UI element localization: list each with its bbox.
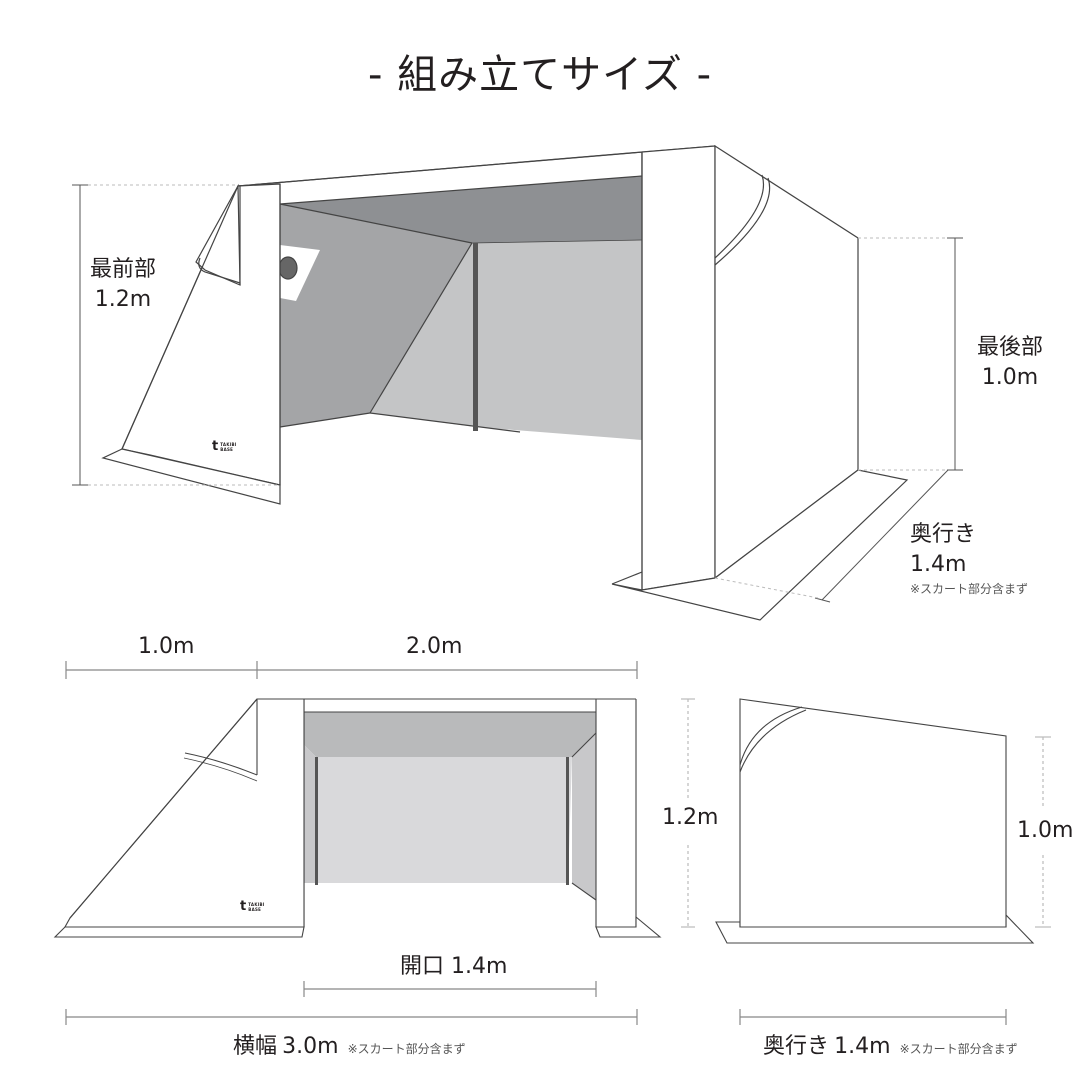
front-ceiling <box>304 712 596 757</box>
logo-t-icon: t <box>212 439 219 454</box>
side-view-tent <box>715 698 1035 944</box>
front-left-skirt <box>53 926 305 938</box>
width-note: ※スカート部分含まず <box>347 1042 466 1056</box>
perspective-depth-label: 奥行き 1.4m ※スカート部分含まず <box>910 520 1028 597</box>
side-depth-value: 1.4m <box>834 1034 891 1059</box>
front-right-pole <box>566 757 569 885</box>
depth-value: 1.4m <box>910 552 967 577</box>
side-depth-note: ※スカート部分含まず <box>899 1042 1018 1056</box>
front-right-skirt <box>595 915 662 938</box>
depth-caption: 奥行き <box>910 522 977 547</box>
segment-left-label: 1.0m <box>138 634 195 659</box>
left-front-wall <box>121 183 281 486</box>
front-view-tent <box>53 698 662 938</box>
takibi-base-logo: t TAKIBI BASE <box>212 439 237 454</box>
front-left-inner <box>304 745 316 883</box>
front-height-label: 最前部 1.2m <box>82 255 164 315</box>
front-height-caption: 最前部 <box>89 257 156 282</box>
right-front-pillar <box>641 145 716 591</box>
interior-ceiling <box>280 176 642 243</box>
left-flap <box>195 183 241 286</box>
width-label: 横幅 3.0m ※スカート部分含まず <box>233 1032 466 1062</box>
front-right-inner <box>572 733 596 900</box>
front-height-value: 1.2m <box>94 287 152 312</box>
interior-left-wall <box>280 204 472 427</box>
side-depth-caption: 奥行き <box>763 1034 830 1059</box>
segment-right-label: 2.0m <box>406 634 463 659</box>
front-takibi-base-logo: t TAKIBI BASE <box>240 899 265 914</box>
interior-back-wall <box>370 240 642 440</box>
rear-height-caption: 最後部 <box>976 335 1043 360</box>
opening-caption: 開口 <box>400 954 445 979</box>
perspective-dimensions <box>72 184 963 603</box>
side-wall <box>739 698 1007 928</box>
front-view-height-label: 1.2m <box>662 805 719 830</box>
logo-t-icon: t <box>240 899 247 914</box>
front-back-wall <box>316 757 572 883</box>
side-rear-height-label: 1.0m <box>1017 818 1074 843</box>
opening-value: 1.4m <box>451 954 508 979</box>
page-title: - 組み立てサイズ - <box>367 52 713 98</box>
rear-height-value: 1.0m <box>981 365 1039 390</box>
front-left-wall <box>64 698 305 928</box>
width-value: 3.0m <box>282 1034 339 1059</box>
left-skirt <box>101 448 281 505</box>
rear-height-label: 最後部 1.0m <box>968 333 1052 393</box>
side-depth-label: 奥行き 1.4m ※スカート部分含まず <box>763 1032 1018 1062</box>
opening-label: 開口 1.4m <box>400 952 507 982</box>
depth-note: ※スカート部分含まず <box>910 582 1029 596</box>
perspective-tent <box>101 144 909 621</box>
window-vent-circle <box>278 256 298 280</box>
front-view-dimensions <box>65 661 695 1025</box>
front-left-pole <box>315 757 318 885</box>
center-pole <box>473 243 478 431</box>
side-view-dimensions <box>1035 736 1051 928</box>
width-caption: 横幅 <box>233 1034 278 1059</box>
